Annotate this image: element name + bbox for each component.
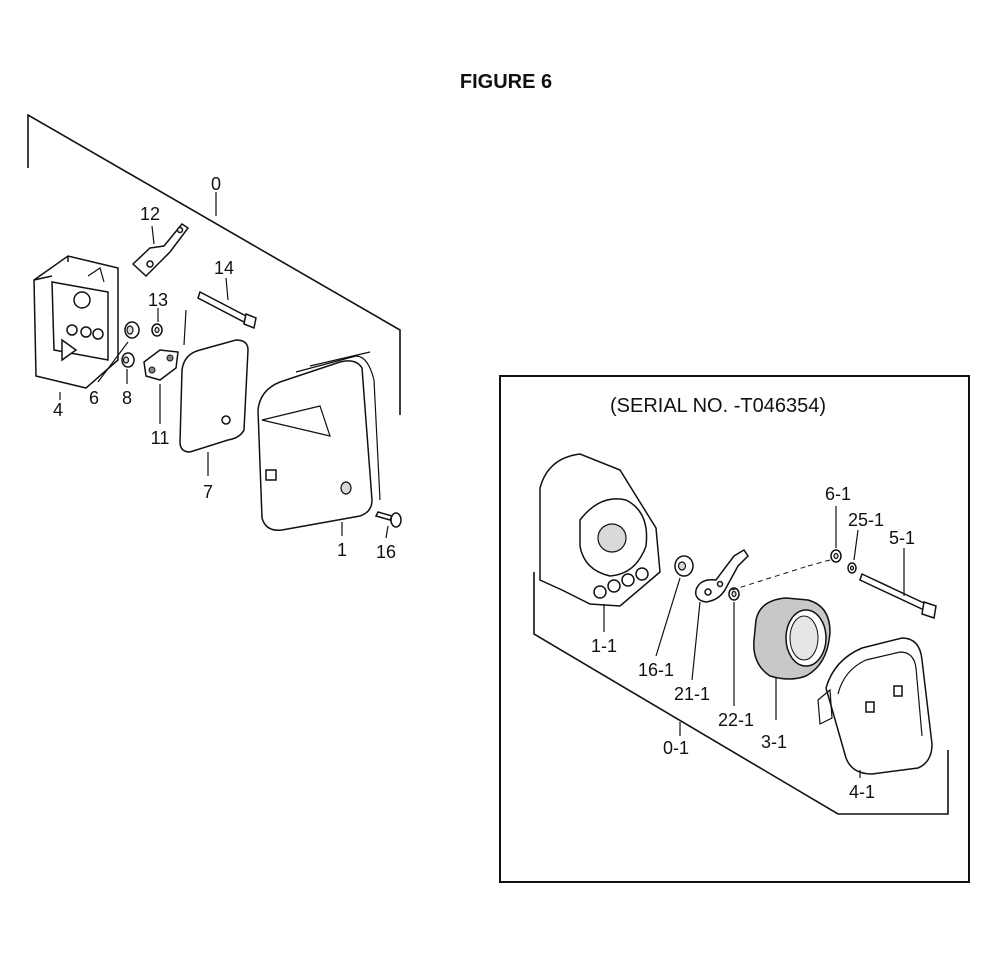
inset-collar-part [674,555,694,577]
bracket-part [131,222,190,278]
leader-14 [225,277,229,301]
label-14: 14 [214,258,234,278]
label-0-1: 0-1 [663,738,689,758]
washer-part [151,323,163,337]
label-6: 6 [89,388,99,408]
inset-washer-part [728,587,740,601]
label-21-1: 21-1 [674,684,710,704]
label-11: 11 [151,428,170,448]
inset-assembly-bracket [533,572,949,815]
label-3-1: 3-1 [761,732,787,752]
label-4: 4 [53,400,63,420]
cover-screw-part [374,511,402,528]
collar-part [124,321,140,339]
assembly-axis-line [731,559,831,591]
label-25-1: 25-1 [848,510,884,530]
filter-element-part [179,339,249,453]
leader-6 [97,341,129,383]
inset-cover-part [817,637,933,775]
label-1: 1 [337,540,347,560]
label-4-1: 4-1 [849,782,875,802]
bolt-part [197,290,257,330]
figure-title: FIGURE 6 [460,71,552,93]
cleaner-cover-part [257,351,381,531]
label-16-1: 16-1 [638,660,674,680]
guide-line [183,309,187,346]
leader-16-1 [655,577,681,657]
inset-base-part [539,453,661,607]
inset-bracket-part [694,548,749,603]
inset-lock-washer-part [830,549,842,563]
leader-25-1 [853,529,859,561]
plate-part [143,349,179,381]
label-8: 8 [122,388,132,408]
label-6-1: 6-1 [825,484,851,504]
leader-12 [151,225,155,245]
air-cleaner-base-part [33,255,119,389]
label-13: 13 [148,290,168,310]
label-22-1: 22-1 [718,710,754,730]
label-7: 7 [203,482,213,502]
serial-inset-frame [499,375,970,883]
inset-spring-washer-part [847,562,857,574]
label-5-1: 5-1 [889,528,915,548]
serial-number-text: (SERIAL NO. -T046354) [610,395,826,417]
label-16: 16 [376,542,396,562]
inset-bolt-part [859,572,937,619]
assembly-bracket-line [27,113,401,415]
leader-21-1 [691,601,701,681]
inset-filter-element-part [753,597,831,680]
label-1-1: 1-1 [591,636,617,656]
label-12: 12 [140,204,160,224]
leader-16 [385,525,389,539]
spacer-collar-part [121,352,135,368]
label-0: 0 [211,174,221,194]
